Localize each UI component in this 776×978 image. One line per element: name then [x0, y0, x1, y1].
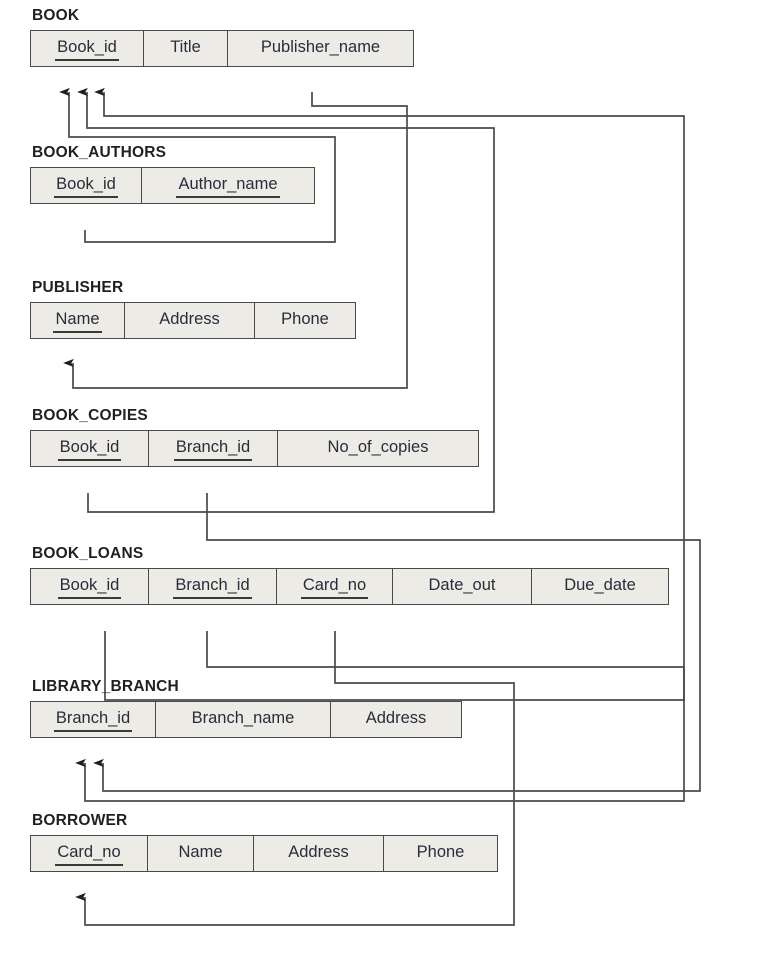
relation-title: BOOK [32, 7, 80, 24]
attribute: Title [144, 30, 228, 66]
relation-title: BOOK_AUTHORS [32, 144, 167, 161]
relation-title: LIBRARY_BRANCH [32, 678, 179, 695]
attribute-label: Address [365, 709, 427, 728]
attribute: Name [148, 835, 254, 871]
attribute-row: Branch_id Branch_name Address [30, 700, 462, 738]
attribute-label: Title [170, 38, 201, 57]
attribute-label: No_of_copies [327, 438, 429, 457]
attribute-row: Book_id Title Publisher_name [30, 29, 414, 67]
attribute-label: Card_no [300, 576, 369, 600]
attribute-label: Card_no [55, 843, 123, 867]
attribute-row: Book_id Author_name [30, 166, 315, 204]
fk-connector-book-loans-cardno-to-borrower-cardno [75, 631, 515, 926]
relation-book-authors: BOOK_AUTHORS Book_id Author_name [30, 145, 315, 204]
relation-title: PUBLISHER [32, 279, 124, 296]
attribute-label: Book_id [57, 576, 121, 600]
attribute-label: Address [159, 310, 220, 329]
primary-key-attribute: Book_id [31, 568, 149, 604]
attribute: No_of_copies [278, 430, 478, 466]
attribute-row: Name Address Phone [30, 301, 356, 339]
attribute-row: Book_id Branch_id No_of_copies [30, 429, 479, 467]
fk-connector-book-copies-branchid-to-library-branch-branchid [93, 493, 701, 792]
attribute-label: Phone [281, 310, 329, 329]
primary-key-attribute: Card_no [31, 835, 148, 871]
relation-book-copies: BOOK_COPIES Book_id Branch_id No_of_copies [30, 408, 479, 467]
relation-publisher: PUBLISHER Name Address Phone [30, 280, 356, 339]
attribute: Address [331, 701, 461, 737]
relation-title: BORROWER [32, 812, 128, 829]
attribute-label: Publisher_name [260, 38, 381, 57]
attribute-row: Book_id Branch_id Card_no Date_out Due_date [30, 567, 669, 605]
primary-key-attribute: Book_id [31, 167, 142, 203]
attribute-label: Branch_name [191, 709, 295, 728]
relation-title: BOOK_LOANS [32, 545, 144, 562]
attribute-row: Card_no Name Address Phone [30, 834, 498, 872]
attribute: Address [254, 835, 384, 871]
attribute: Address [125, 302, 255, 338]
primary-key-attribute: Book_id [31, 30, 144, 66]
relation-borrower: BORROWER Card_no Name Address Phone [30, 813, 498, 872]
primary-key-attribute: Branch_id [31, 701, 156, 737]
attribute: Phone [384, 835, 497, 871]
primary-key-attribute: Branch_id [149, 430, 278, 466]
attribute-label: Branch_id [53, 709, 133, 733]
attribute-label: Phone [416, 843, 465, 862]
attribute: Publisher_name [228, 30, 413, 66]
relation-title: BOOK_COPIES [32, 407, 148, 424]
attribute: Due_date [532, 568, 668, 604]
attribute-label: Due_date [564, 576, 636, 595]
relation-book-loans: BOOK_LOANS Book_id Branch_id Card_no Date_ou… [30, 546, 669, 605]
attribute: Phone [255, 302, 355, 338]
attribute: Branch_name [156, 701, 331, 737]
primary-key-attribute: Name [31, 302, 125, 338]
primary-key-attribute: Card_no [277, 568, 393, 604]
primary-key-attribute: Book_id [31, 430, 149, 466]
attribute-label: Book_id [57, 438, 121, 462]
attribute-label: Date_out [428, 576, 496, 595]
primary-key-attribute: Branch_id [149, 568, 277, 604]
attribute-label: Address [288, 843, 349, 862]
primary-key-attribute: Author_name [142, 167, 314, 203]
relation-library-branch: LIBRARY_BRANCH Branch_id Branch_name Addres… [30, 679, 462, 738]
attribute-label: Book_id [54, 175, 118, 199]
attribute-label: Name [178, 843, 223, 862]
attribute-label: Branch_id [173, 438, 253, 462]
fk-connector-book-publishername-to-publisher-name [63, 92, 408, 389]
attribute-label: Author_name [176, 175, 280, 199]
relation-book: BOOK Book_id Title Publisher_name [30, 8, 414, 67]
attribute: Date_out [393, 568, 532, 604]
attribute-label: Name [53, 310, 102, 334]
attribute-label: Branch_id [173, 576, 252, 600]
attribute-label: Book_id [55, 38, 119, 62]
